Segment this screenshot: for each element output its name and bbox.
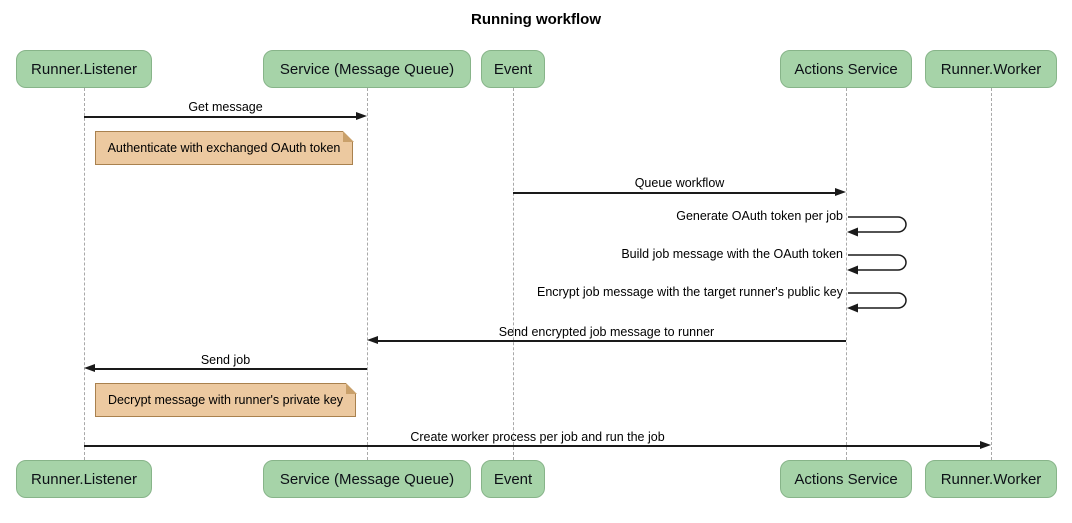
message-label-encrypt-job-message: Encrypt job message with the target runn… [536, 285, 843, 299]
message-label-send-job: Send job [200, 353, 251, 367]
note-label: Decrypt message with runner's private ke… [107, 393, 344, 407]
arrowhead-left-icon [367, 336, 378, 344]
actor-label: Runner.Worker [940, 60, 1042, 78]
arrow-line [95, 368, 367, 370]
self-loop-arrow [847, 216, 907, 237]
actor-event-bottom: Event [481, 460, 545, 498]
actor-label: Event [493, 470, 533, 488]
actor-label: Runner.Worker [940, 470, 1042, 488]
arrow-line [513, 192, 836, 194]
self-loop-arrow [847, 254, 907, 275]
arrow-line [378, 340, 846, 342]
message-label-get-message: Get message [188, 100, 263, 114]
actor-label: Service (Message Queue) [279, 60, 455, 78]
note-authenticate: Authenticate with exchanged OAuth token [95, 130, 354, 165]
self-loop-arrow [847, 292, 907, 313]
actor-label: Actions Service [794, 60, 898, 78]
arrowhead-left-icon [84, 364, 95, 372]
lifeline-service-message-queue [367, 88, 368, 460]
actor-event-top: Event [481, 50, 545, 88]
actor-service-message-queue-bottom: Service (Message Queue) [263, 460, 471, 498]
actor-label: Event [493, 60, 533, 78]
actor-actions-service-bottom: Actions Service [780, 460, 912, 498]
lifeline-runner-listener [84, 88, 85, 460]
lifeline-runner-worker [991, 88, 992, 460]
lifeline-actions-service [846, 88, 847, 460]
message-label-generate-oauth-token: Generate OAuth token per job [676, 209, 843, 223]
message-label-create-worker-process: Create worker process per job and run th… [410, 430, 665, 444]
lifeline-event [513, 88, 514, 460]
actor-label: Service (Message Queue) [279, 470, 455, 488]
actor-actions-service-top: Actions Service [780, 50, 912, 88]
actor-service-message-queue-top: Service (Message Queue) [263, 50, 471, 88]
note-label: Authenticate with exchanged OAuth token [107, 141, 341, 155]
arrow-line [84, 116, 357, 118]
message-label-build-job-message: Build job message with the OAuth token [621, 247, 843, 261]
note-decrypt: Decrypt message with runner's private ke… [95, 382, 357, 417]
arrowhead-right-icon [980, 441, 991, 449]
arrowhead-right-icon [835, 188, 846, 196]
actor-runner-listener-top: Runner.Listener [16, 50, 152, 88]
actor-label: Runner.Listener [31, 470, 137, 488]
actor-label: Actions Service [794, 470, 898, 488]
arrow-line [84, 445, 981, 447]
arrowhead-right-icon [356, 112, 367, 120]
message-label-queue-workflow: Queue workflow [634, 176, 725, 190]
actor-runner-worker-top: Runner.Worker [925, 50, 1057, 88]
actor-runner-worker-bottom: Runner.Worker [925, 460, 1057, 498]
message-label-send-encrypted-job: Send encrypted job message to runner [498, 325, 715, 339]
diagram-title: Running workflow [471, 11, 601, 28]
actor-label: Runner.Listener [31, 60, 137, 78]
actor-runner-listener-bottom: Runner.Listener [16, 460, 152, 498]
